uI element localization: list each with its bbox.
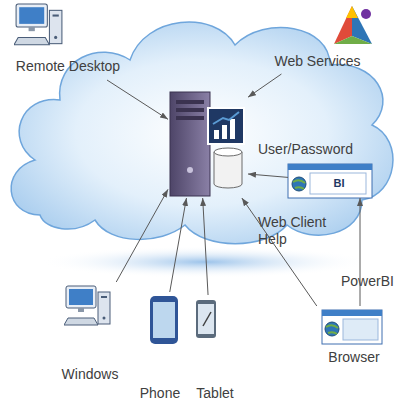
window-frame xyxy=(322,310,382,344)
credential-label: User/Password xyxy=(258,141,358,158)
bi-window-icon xyxy=(288,164,372,198)
tablet-screen xyxy=(198,304,214,334)
drive-slot xyxy=(176,108,204,112)
node-label: Remote Desktop xyxy=(3,58,133,75)
node-label: Browser xyxy=(312,349,396,366)
title-bar xyxy=(322,310,382,316)
connector-arrow xyxy=(248,174,288,177)
connector-arrow xyxy=(203,198,208,295)
window-frame xyxy=(288,164,372,198)
edge-label: PowerBI xyxy=(341,273,399,290)
cloud-shadow xyxy=(40,246,370,278)
connector-arrow xyxy=(248,74,281,97)
connector-arrow xyxy=(170,198,187,292)
globe xyxy=(325,322,339,336)
phone-icon xyxy=(150,296,178,344)
content-panel xyxy=(310,173,366,194)
node-label: Web Services xyxy=(250,53,385,70)
stylus xyxy=(203,312,211,326)
web-services-node: Web Services xyxy=(250,2,385,74)
trend-line xyxy=(213,112,239,124)
content-panel xyxy=(343,319,378,340)
globe-land xyxy=(326,325,338,334)
power-button xyxy=(187,167,193,173)
connector-arrow xyxy=(242,198,317,306)
title-bar xyxy=(288,164,372,170)
remote-desktop-icon xyxy=(14,4,62,45)
node-label: Phone xyxy=(134,385,186,402)
connector-arrow xyxy=(116,189,168,282)
database-top xyxy=(214,148,242,156)
node-label: Tablet xyxy=(190,385,240,402)
browser-node: Browser xyxy=(312,306,396,368)
cloud-shape xyxy=(11,22,393,244)
database-body xyxy=(214,152,242,188)
windows-node: Windows xyxy=(48,282,132,386)
phone-screen xyxy=(153,302,175,338)
node-label: Windows xyxy=(48,366,132,383)
web-services-icon xyxy=(334,6,372,44)
icon-dot xyxy=(361,9,371,19)
drive-slot xyxy=(176,100,204,104)
bi-label: BI xyxy=(312,176,366,190)
phone-body xyxy=(150,296,178,344)
server-node: User/Password xyxy=(168,90,248,198)
server-tower xyxy=(170,92,210,196)
drive-slot xyxy=(176,116,204,120)
chart-bar xyxy=(230,119,235,139)
chart-bar xyxy=(222,125,227,139)
icon-facet xyxy=(334,36,372,44)
tablet-icon xyxy=(196,300,216,338)
tablet-node: Tablet xyxy=(190,295,240,404)
icon-facet xyxy=(346,6,358,18)
chart-tile xyxy=(208,108,244,144)
connector-arrow xyxy=(360,198,361,306)
tablet-body xyxy=(196,300,216,338)
browser-icon xyxy=(322,310,382,344)
edge-label: Web Client Help xyxy=(258,214,334,248)
bi-window-node: BI xyxy=(288,164,372,198)
chart-bar xyxy=(214,130,219,139)
windows-pc-icon xyxy=(64,286,110,325)
globe xyxy=(292,177,306,191)
globe-land xyxy=(293,180,305,189)
phone-node: Phone xyxy=(134,292,186,404)
server-illustration xyxy=(170,92,244,196)
remote-desktop-node: Remote Desktop xyxy=(3,2,133,80)
connector-arrow xyxy=(107,80,168,119)
